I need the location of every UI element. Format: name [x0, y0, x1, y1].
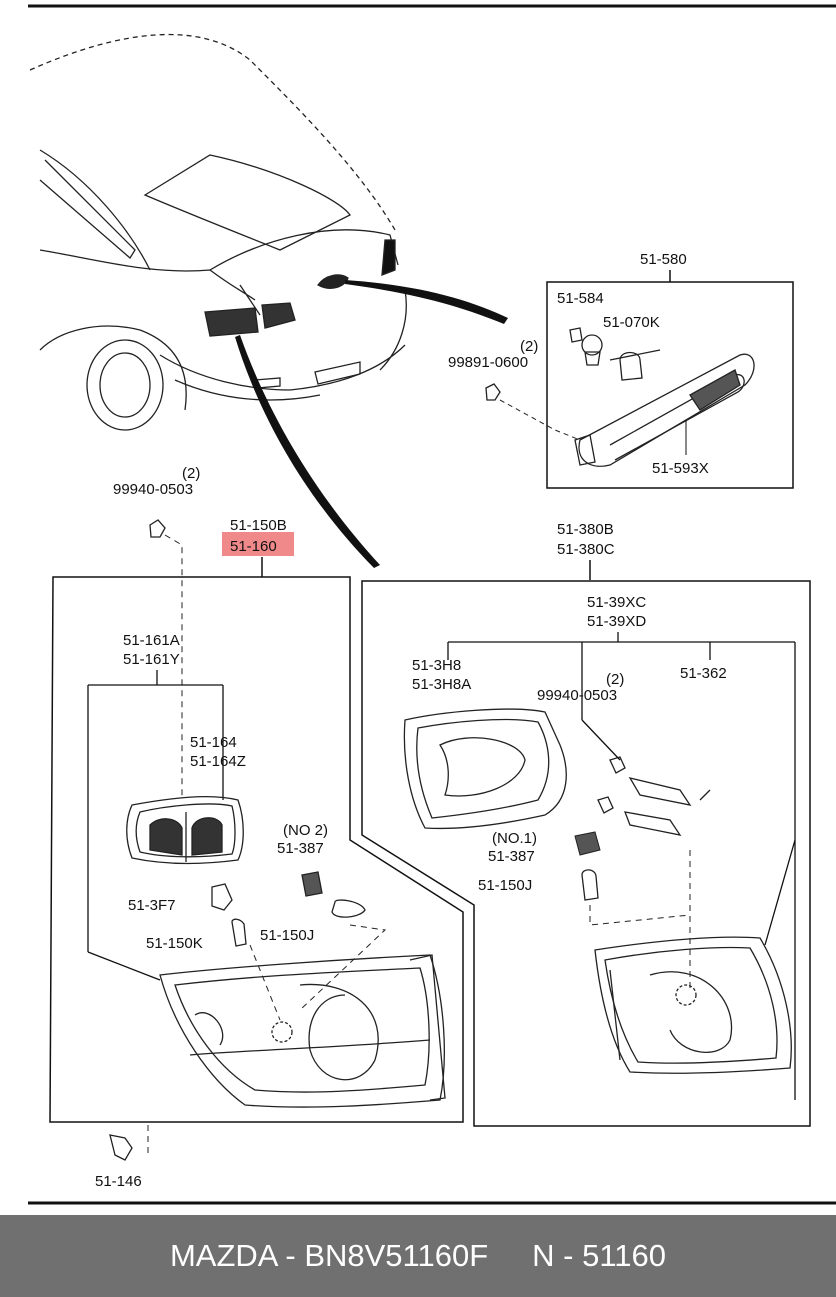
part-number-footer: MAZDA - BN8V51160F N - 51160 [0, 1215, 836, 1297]
part-label: 99940-0503 [537, 687, 617, 704]
outer-tail-lamp-box [49, 576, 464, 1123]
part-label: 51-362 [680, 665, 727, 682]
part-label: 51-39XC [587, 594, 646, 611]
part-label: 51-387 [277, 840, 324, 857]
high-mount-stop-lamp-group: 51-580 51-584 51-070K 51-593X [546, 251, 794, 489]
part-label: 51-164 [190, 734, 237, 751]
part-label: 51-161A [123, 632, 180, 649]
car-rear-illustration [29, 33, 407, 431]
part-label: 51-380B [557, 521, 614, 538]
part-label: 51-3H8 [412, 657, 461, 674]
quantity-label: (2) [606, 671, 624, 688]
part-label: 51-593X [652, 460, 709, 477]
part-label: 51-150B [230, 517, 287, 534]
part-label: 99940-0503 [113, 481, 193, 498]
quantity-label: (2) [182, 465, 200, 482]
quantity-label: (NO 2) [283, 822, 328, 839]
part-label: 51-3F7 [128, 897, 176, 914]
parts-diagram: 51-580 51-584 51-070K 51-593X (2) 99891-… [28, 4, 836, 1205]
inner-tail-lamp-box [361, 580, 811, 1127]
part-label: 51-580 [640, 251, 687, 268]
part-label: 51-39XD [587, 613, 646, 630]
part-label: 51-150J [260, 927, 314, 944]
highlight-box [222, 532, 294, 556]
part-label: 51-584 [557, 290, 604, 307]
part-label: 51-150K [146, 935, 203, 952]
quantity-label: (NO.1) [492, 830, 537, 847]
part-label: 51-387 [488, 848, 535, 865]
catalog-code-text: N - 51160 [532, 1238, 666, 1273]
part-label: 51-380C [557, 541, 615, 558]
part-label: 51-161Y [123, 651, 180, 668]
outer-tail-lamp [159, 954, 446, 1108]
part-label: 51-164Z [190, 753, 246, 770]
part-label: 99891-0600 [448, 354, 528, 371]
part-label: 51-070K [603, 314, 660, 331]
part-label: 51-146 [95, 1173, 142, 1190]
quantity-label: (2) [520, 338, 538, 355]
inner-tail-lamp [594, 936, 792, 1074]
part-label: 51-3H8A [412, 676, 471, 693]
part-number-text: MAZDA - BN8V51160F [169, 1238, 489, 1273]
part-label: 51-150J [478, 877, 532, 894]
part-label-highlighted: 51-160 [230, 538, 277, 555]
